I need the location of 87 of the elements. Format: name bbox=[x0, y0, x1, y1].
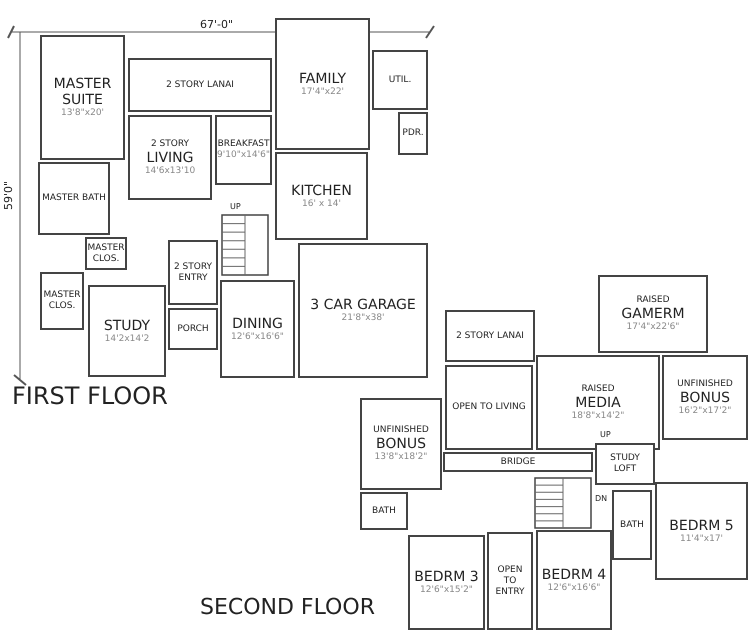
room-name: GAMERM bbox=[621, 306, 685, 322]
room bbox=[408, 535, 485, 630]
room bbox=[398, 112, 428, 155]
room bbox=[662, 355, 748, 440]
room-dimensions: 21'8"x38' bbox=[341, 313, 385, 324]
floor-title: SECOND FLOOR bbox=[200, 595, 375, 620]
room bbox=[275, 152, 368, 240]
room bbox=[40, 35, 125, 160]
room bbox=[598, 275, 708, 353]
room-name: MEDIA bbox=[575, 394, 621, 410]
room bbox=[275, 18, 370, 150]
room bbox=[595, 443, 655, 485]
room bbox=[612, 490, 652, 560]
room-dimensions: 17'4"x22'6" bbox=[626, 322, 680, 333]
room-dimensions: 16'2"x17'2" bbox=[678, 406, 732, 416]
room-dimensions: 16' x 14' bbox=[302, 198, 341, 210]
room-dimensions: 14'6x13'10 bbox=[144, 166, 196, 176]
dimension-label: 59'0" bbox=[2, 180, 15, 210]
room-name: MASTER SUITE bbox=[52, 76, 112, 108]
stair-direction: DN bbox=[595, 494, 608, 503]
room bbox=[85, 237, 127, 270]
room-name: DINING bbox=[232, 316, 283, 332]
room-label: MASTER CLOS. bbox=[43, 290, 81, 312]
room bbox=[372, 50, 428, 110]
room-label: UTIL. bbox=[388, 74, 412, 86]
room-name: BONUS bbox=[680, 390, 730, 406]
room bbox=[536, 530, 612, 630]
floor-title: FIRST FLOOR bbox=[12, 382, 168, 410]
room-name: KITCHEN bbox=[291, 182, 352, 198]
room-label: MASTER BATH bbox=[42, 193, 106, 204]
room-name: STUDY bbox=[104, 318, 150, 334]
room-label: 2 STORY ENTRY bbox=[172, 262, 214, 284]
room bbox=[360, 492, 408, 530]
room bbox=[220, 280, 295, 378]
room-dimensions: 13'8"x18'2" bbox=[374, 452, 428, 463]
room bbox=[360, 398, 442, 490]
room-label: PORCH bbox=[177, 324, 209, 334]
room-dimensions: 11'4"x17' bbox=[680, 534, 724, 544]
room-dimensions: 12'6"x16'6" bbox=[231, 332, 284, 342]
room-label: 2 STORY LANAI bbox=[456, 330, 524, 342]
room-label: STUDY LOFT bbox=[609, 453, 641, 475]
room-dimensions: 18'8"x14'2" bbox=[572, 410, 624, 422]
room-name: BONUS bbox=[376, 436, 426, 452]
room-label: RAISED bbox=[636, 295, 670, 306]
room-label: PDR. bbox=[402, 128, 424, 139]
room-label: BREAKFAST bbox=[218, 139, 270, 150]
room bbox=[128, 115, 212, 200]
room bbox=[445, 310, 535, 362]
room-name: BEDRM 5 bbox=[669, 518, 734, 534]
room-name: BEDRM 3 bbox=[414, 569, 479, 585]
room-label: BATH bbox=[372, 506, 396, 516]
dimension-label: 67'-0" bbox=[200, 18, 234, 31]
room bbox=[88, 285, 166, 377]
room-name: LIVING bbox=[146, 150, 194, 166]
room-label: 2 STORY bbox=[150, 138, 190, 150]
room-name: BEDRM 4 bbox=[542, 566, 606, 582]
room-name: FAMILY bbox=[298, 70, 346, 86]
room-label: UNFINISHED bbox=[677, 378, 733, 390]
room-name: 3 CAR GARAGE bbox=[310, 297, 416, 313]
room bbox=[445, 365, 533, 450]
room bbox=[128, 58, 272, 112]
room-dimensions: 17'4"x22' bbox=[300, 86, 344, 98]
room-label: BRIDGE bbox=[500, 456, 536, 468]
room-dimensions: 14'2x14'2 bbox=[104, 334, 150, 344]
room-label: BATH bbox=[620, 520, 644, 530]
room bbox=[655, 482, 748, 580]
room bbox=[536, 355, 660, 450]
room-label: RAISED bbox=[581, 384, 615, 394]
room-label: OPEN TO ENTRY bbox=[494, 564, 526, 598]
stair-direction: UP bbox=[230, 202, 241, 211]
room bbox=[487, 532, 533, 630]
room-label: UNFINISHED bbox=[373, 425, 429, 436]
room bbox=[215, 115, 272, 185]
room-label: OPEN TO LIVING bbox=[452, 402, 526, 413]
stair-direction: UP bbox=[600, 430, 611, 439]
room-dimensions: 13'8"x20' bbox=[60, 108, 104, 119]
room bbox=[298, 243, 428, 378]
room-label: 2 STORY LANAI bbox=[166, 80, 234, 90]
room-dimensions: 12'6"x15'2" bbox=[420, 585, 473, 596]
room bbox=[443, 452, 593, 472]
room bbox=[38, 162, 110, 235]
room bbox=[168, 308, 218, 350]
room bbox=[40, 272, 84, 330]
room-dimensions: 12'6"x16'6" bbox=[548, 582, 600, 594]
room-label: MASTER CLOS. bbox=[87, 242, 125, 264]
room-dimensions: 9'10"x14'6" bbox=[217, 150, 270, 161]
room bbox=[168, 240, 218, 305]
